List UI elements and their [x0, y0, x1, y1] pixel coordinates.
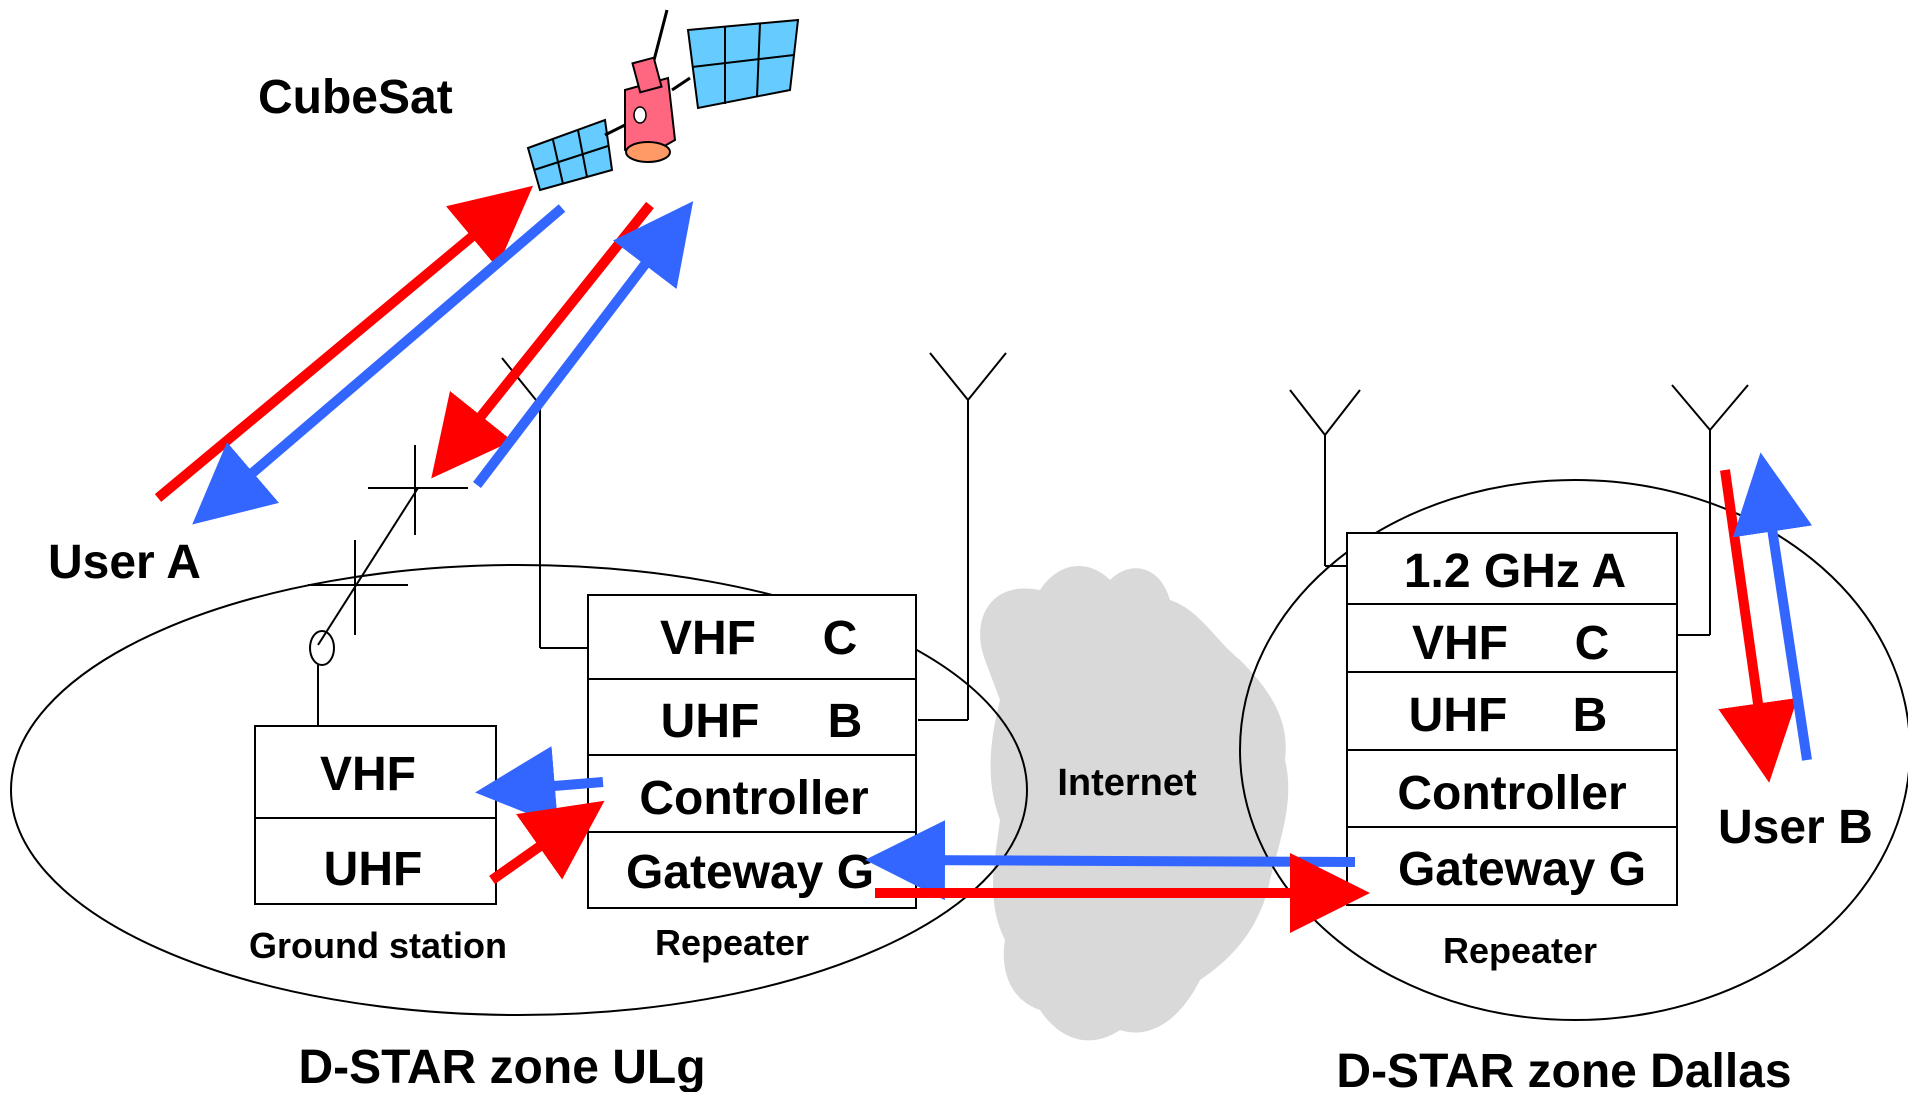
- ground-station-box: VHF UHF: [254, 725, 497, 905]
- uplink-user-a-arrow: [154, 185, 534, 502]
- repeater-ulg-module-c: C: [823, 612, 858, 665]
- zone-ulg-label: D-STAR zone ULg: [298, 1041, 705, 1092]
- repeater-dallas-uhf: UHF: [1409, 689, 1508, 742]
- gateway-dallas-to-ulg-arrow: [865, 820, 1356, 901]
- controller-to-vhf-arrow: [475, 746, 604, 826]
- repeater-ulg-uhf: UHF: [661, 695, 760, 748]
- cubesat-label: CubeSat: [258, 71, 453, 124]
- repeater-ulg-label: Repeater: [655, 922, 809, 963]
- repeater-ulg-gateway: Gateway G: [626, 846, 874, 899]
- signal-arrows: [154, 185, 1813, 933]
- repeater-dallas-gateway: Gateway G: [1398, 843, 1646, 896]
- repeater-dallas-label: Repeater: [1443, 930, 1597, 971]
- uhf-to-controller-arrow: [489, 800, 605, 885]
- zone-ulg-ellipse: [10, 564, 1028, 1016]
- internet-cloud-icon: [980, 566, 1289, 1041]
- repeater-dallas-box: 1.2 GHz A VHF C UHF B Controller Gateway…: [1346, 532, 1678, 906]
- repeater-dallas-1-2ghz: 1.2 GHz A: [1404, 545, 1626, 598]
- repeater-ulg-vhf: VHF: [660, 612, 756, 665]
- zone-dallas-label: D-STAR zone Dallas: [1336, 1045, 1791, 1092]
- antenna-icon-ulg-uhf: [918, 352, 1007, 721]
- ground-station-uhf: UHF: [324, 843, 423, 896]
- ground-station-label: Ground station: [249, 925, 507, 966]
- repeater-dallas-module-c: C: [1575, 617, 1610, 670]
- yagi-antenna-icon: [308, 445, 468, 725]
- internet-label: Internet: [1057, 762, 1197, 804]
- uplink-ground-blue-arrow: [473, 201, 694, 489]
- repeater-dallas-vhf: VHF: [1412, 617, 1508, 670]
- repeater-ulg-module-b: B: [828, 695, 863, 748]
- user-b-to-dallas-arrow: [1732, 452, 1813, 761]
- user-a-label: User A: [48, 536, 201, 589]
- antenna-icon-dallas-left: [1289, 389, 1361, 567]
- user-b-label: User B: [1718, 801, 1873, 854]
- antenna-icon-dallas-right: [1671, 384, 1749, 636]
- repeater-dallas-module-b: B: [1573, 689, 1608, 742]
- repeater-ulg-controller: Controller: [639, 772, 868, 825]
- satellite-icon: [526, 9, 800, 192]
- dallas-to-user-b-arrow: [1718, 469, 1798, 783]
- downlink-ground-red-arrow: [431, 201, 654, 479]
- repeater-ulg-box: VHF C UHF B Controller Gateway G: [587, 594, 917, 909]
- repeater-dallas-controller: Controller: [1397, 767, 1626, 820]
- zone-dallas-ellipse: [1239, 479, 1908, 1021]
- ground-station-vhf: VHF: [320, 748, 416, 801]
- downlink-user-a-arrow: [192, 204, 566, 525]
